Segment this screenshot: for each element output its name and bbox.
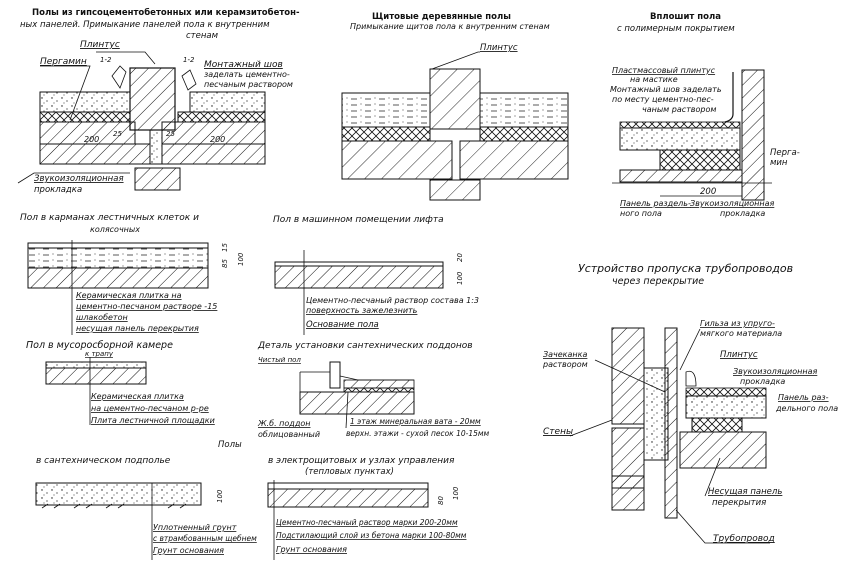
d8-dim-100: 100 [216, 489, 224, 503]
d1-pergamin-label: Пергамин [40, 57, 87, 67]
d10-gasket-line2: прокладка [740, 377, 785, 386]
d10-walls-label: Стены [543, 427, 573, 437]
d1-seam-line2: заделать цементно- [204, 70, 290, 79]
d4-layer-1: Керамическая плитка на [76, 291, 182, 300]
d1-dim-25-right: 25 [166, 130, 175, 138]
d10-gasket-line1: Звукоизоляционная [733, 367, 817, 376]
d1-section-mark-right: 1-2 [183, 56, 195, 64]
d7-tray-line1: Ж.б. поддон [257, 419, 311, 428]
detail-wooden-panel-floor: Щитовые деревянные полы Примыкание щитов… [341, 12, 569, 201]
detail-service-subfloor: в сантехническом подполье 100 Уплотненны… [35, 456, 257, 560]
d4-layer-4: несущая панель перекрытия [76, 324, 199, 333]
d3-plinth-line1: Пластмассовый плинтус [612, 66, 716, 75]
d10-bearing-line2: перекрытия [712, 498, 766, 508]
d1-gasket-line1: Звукоизоляционная [34, 174, 124, 184]
d10-pipe-label: Трубопровод [713, 534, 775, 544]
d1-dim-200-left: 200 [84, 135, 99, 144]
d7-tray-line2: облицованный [258, 430, 320, 439]
d9-layer-3: Грунт основания [276, 545, 347, 554]
d1-title-line3: стенам [186, 31, 219, 41]
d5-dim-100: 100 [456, 271, 464, 285]
d10-sleeve-line1: Гильза из упруго- [700, 319, 775, 328]
d9-dim-80: 80 [437, 496, 445, 505]
d3-gasket-line1: Звукоизоляционная [690, 199, 774, 208]
d10-bearing-line1: Несущая панель [708, 487, 782, 497]
detail-stair-pocket-floor: Пол в карманах лестничных клеток и коляс… [20, 213, 245, 335]
detail-polymer-floor: Вплошит пола с полимерным покрытием Плас… [610, 12, 800, 218]
d7-clean-floor-label: Чистый пол [258, 356, 301, 364]
d3-panel-line1: Панель раздель- [620, 199, 691, 208]
detail-sanitary-tray: Деталь установки сантехнических поддонов… [257, 341, 490, 439]
d10-panel-line1: Панель раз- [778, 393, 829, 402]
d6-layer-1: Керамическая плитка [91, 392, 184, 401]
d5-layer-1: Цементно-песчаный раствор состава 1:3 [306, 296, 479, 305]
d2-plinth-label: Плинтус [480, 43, 518, 53]
d3-plinth-line2: на мастике [630, 75, 678, 84]
d3-seam-line3: чаным раствором [642, 105, 716, 114]
d10-caulk-line2: раствором [542, 360, 588, 369]
detail-garbage-chamber-floor: Пол в мусоросборной камере к трапу Керам… [26, 340, 215, 425]
detail-electrical-room-floor: в электрощитовых и узлах управления (теп… [267, 456, 467, 560]
d5-layer-2: поверхность зажелезнить [306, 306, 418, 315]
d6-title: Пол в мусоросборной камере [26, 340, 173, 351]
d5-dim-20: 20 [456, 253, 464, 262]
d10-title-line2: через перекрытие [612, 276, 704, 287]
d3-gasket-line2: прокладка [720, 209, 765, 218]
d7-insulation-line1: 1 этаж минеральная вата - 20мм [350, 417, 481, 426]
d3-pergamin-line2: мин [770, 158, 788, 168]
d1-dim-200-right: 200 [210, 135, 225, 144]
d3-pergamin-line1: Перга- [770, 148, 800, 158]
d6-layer-2: на цементно-песчаном р-ре [91, 404, 209, 413]
d8-layer-3: Грунт основания [153, 546, 224, 555]
d5-layer-3: Основание пола [306, 320, 379, 330]
d4-dim-100: 100 [237, 252, 245, 266]
d1-dim-25-left: 25 [113, 130, 122, 138]
sheet-caption-floors: Полы [218, 440, 242, 450]
d4-dim-85: 85 [221, 259, 229, 268]
detail-pipe-penetration: Устройство пропуска трубопроводов через … [542, 262, 838, 544]
d6-layer-3: Плита лестничной площадки [91, 416, 215, 425]
d3-title-line2: с полимерным покрытием [617, 24, 735, 34]
d3-title-line1: Вплошит пола [650, 12, 721, 22]
d9-layer-1: Цементно-песчаный раствор марки 200-20мм [276, 518, 458, 527]
d9-title-line1: в электрощитовых и узлах управления [268, 456, 455, 466]
detail-elevator-machine-room-floor: Пол в машинном помещении лифта 20 100 Це… [273, 215, 479, 335]
d4-title-line2: колясочных [90, 225, 140, 234]
d3-seam-line2: по месту цементно-пес- [612, 95, 714, 104]
d1-seam-line1: Монтажный шов [204, 60, 283, 70]
d10-caulk-line1: Зачеканка [543, 350, 587, 359]
d1-gasket-line2: прокладка [34, 185, 82, 195]
d10-plinth-label: Плинтус [720, 350, 758, 360]
d3-seam-line1: Монтажный шов заделать [610, 85, 722, 94]
d1-title-line1: Полы из гипсоцементобетонных или керамзи… [32, 7, 300, 18]
d10-title-line1: Устройство пропуска трубопроводов [578, 262, 793, 275]
d8-title: в сантехническом подполье [36, 456, 171, 466]
d2-title-line1: Щитовые деревянные полы [372, 12, 511, 22]
d3-panel-line2: ного пола [620, 209, 662, 218]
d4-title-line1: Пол в карманах лестничных клеток и [20, 213, 199, 223]
d8-layer-1: Уплотненный грунт [153, 523, 237, 532]
d9-title-line2: (тепловых пунктах) [305, 467, 394, 477]
d3-dim-200: 200 [700, 187, 716, 197]
d1-section-mark-left: 1-2 [100, 56, 112, 64]
d10-panel-line2: дельного пола [775, 404, 838, 413]
d10-sleeve-line2: мягкого материала [700, 329, 782, 338]
d9-dim-100: 100 [452, 486, 460, 500]
d4-dim-15: 15 [221, 243, 229, 252]
d1-title-line2: ных панелей. Примыкание панелей пола к в… [20, 20, 270, 30]
d4-layer-3: шлакобетон [76, 313, 128, 322]
d8-layer-2: с втрамбованным щебнем [153, 534, 257, 543]
d1-plinth-label: Плинтус [80, 40, 120, 50]
d7-title: Деталь установки сантехнических поддонов [257, 341, 473, 351]
detail-gypsum-panel-floor: Полы из гипсоцементобетонных или керамзи… [17, 7, 300, 195]
d1-seam-line3: песчаным раствором [204, 80, 293, 89]
d5-title: Пол в машинном помещении лифта [273, 215, 444, 225]
d9-layer-2: Подстилающий слой из бетона марки 100-80… [276, 531, 467, 540]
d4-layer-2: цементно-песчаном растворе -15 [76, 302, 217, 311]
d7-insulation-line2: верхн. этажи - сухой песок 10-15мм [346, 429, 490, 438]
d6-drain-label: к трапу [85, 350, 114, 358]
d2-title-line2: Примыкание щитов пола к внутренним стена… [350, 22, 550, 31]
